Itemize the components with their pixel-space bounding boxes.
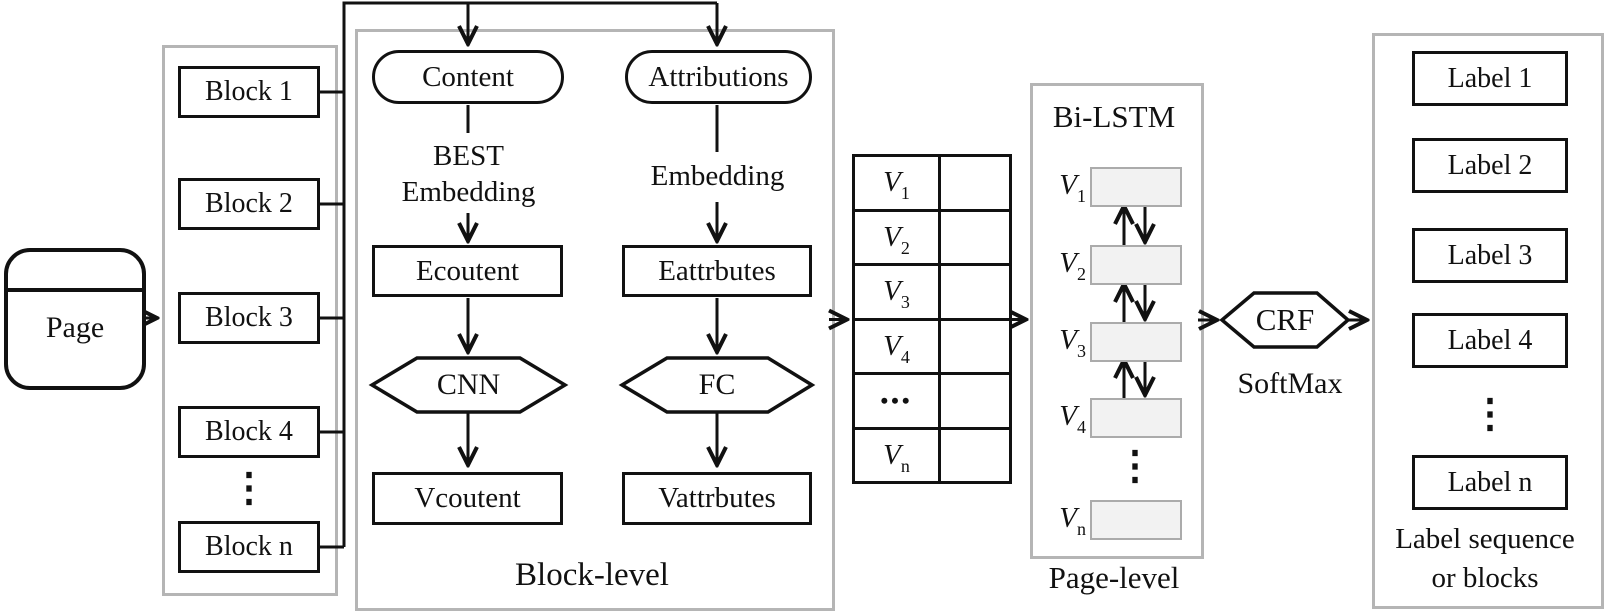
- block-n-box: Block n: [178, 521, 320, 573]
- page-node: Page: [4, 248, 146, 390]
- crf-label: CRF: [1255, 301, 1315, 337]
- eattrbutes-box: Eattrbutes: [622, 245, 812, 297]
- labels-container: [1372, 33, 1604, 609]
- cnn-hexagon: [368, 356, 569, 414]
- label-3-box: Label 3: [1412, 228, 1568, 283]
- table-row: V2: [855, 208, 1009, 263]
- embedding-label: Embedding: [650, 159, 785, 192]
- bilstm-ellipsis: ⋮: [1115, 443, 1155, 488]
- ecoutent-box: Ecoutent: [372, 245, 563, 297]
- v2-cell: V2: [883, 220, 910, 258]
- label-4-box: Label 4: [1412, 313, 1568, 368]
- block-1-box: Block 1: [178, 66, 320, 118]
- page-level-caption: Page-level: [1048, 559, 1180, 595]
- vn-cell: Vn: [883, 438, 910, 476]
- attributions-pill: Attributions: [625, 50, 812, 104]
- page-node-label: Page: [45, 311, 105, 344]
- block-3-box: Block 3: [178, 292, 320, 344]
- label-2-box: Label 2: [1412, 138, 1568, 193]
- page-node-divider: [7, 288, 143, 292]
- vattrbutes-box: Vattrbutes: [622, 472, 812, 525]
- best-embedding-label: BEST Embedding: [401, 139, 536, 208]
- lstm-cell-v1: [1090, 167, 1182, 207]
- table-row: V3: [855, 263, 1009, 318]
- block-2-box: Block 2: [178, 178, 320, 230]
- labels-caption: Label sequence or blocks: [1395, 522, 1575, 594]
- fc-label: FC: [698, 368, 736, 402]
- v4-cell: V4: [883, 329, 910, 367]
- lstm-v4-label: V4: [1059, 399, 1086, 437]
- table-row: Vn: [855, 426, 1009, 481]
- vcoutent-box: Vcoutent: [372, 472, 563, 525]
- table-row: •••: [855, 372, 1009, 427]
- softmax-label: SoftMax: [1237, 367, 1343, 401]
- blocks-ellipsis: ⋮: [229, 465, 269, 510]
- lstm-v2-label: V2: [1059, 246, 1086, 284]
- blocks-container: [162, 45, 338, 596]
- cnn-label: CNN: [436, 368, 501, 402]
- lstm-v3-label: V3: [1059, 323, 1086, 361]
- v1-cell: V1: [883, 166, 910, 204]
- lstm-vn-label: Vn: [1059, 501, 1086, 539]
- connector-bus: [342, 1, 717, 547]
- vector-table: V1 V2 V3 V4 ••• Vn: [852, 154, 1012, 484]
- lstm-cell-v3: [1090, 322, 1182, 362]
- table-row: V4: [855, 317, 1009, 372]
- table-row: V1: [855, 157, 1009, 209]
- labels-ellipsis: ⋮: [1470, 391, 1510, 436]
- label-n-box: Label n: [1412, 455, 1568, 510]
- block-4-box: Block 4: [178, 406, 320, 458]
- v3-cell: V3: [883, 275, 910, 313]
- lstm-cell-vn: [1090, 500, 1182, 540]
- table-ellipsis: •••: [880, 387, 913, 413]
- lstm-cell-v2: [1090, 245, 1182, 285]
- lstm-cell-v4: [1090, 398, 1182, 438]
- label-1-box: Label 1: [1412, 51, 1568, 106]
- content-pill: Content: [372, 50, 564, 104]
- block-level-caption: Block-level: [515, 557, 669, 594]
- fc-hexagon: [618, 356, 816, 414]
- crf-hexagon: [1219, 291, 1351, 349]
- bilstm-title: Bi-LSTM: [1052, 98, 1176, 134]
- lstm-v1-label: V1: [1059, 168, 1086, 206]
